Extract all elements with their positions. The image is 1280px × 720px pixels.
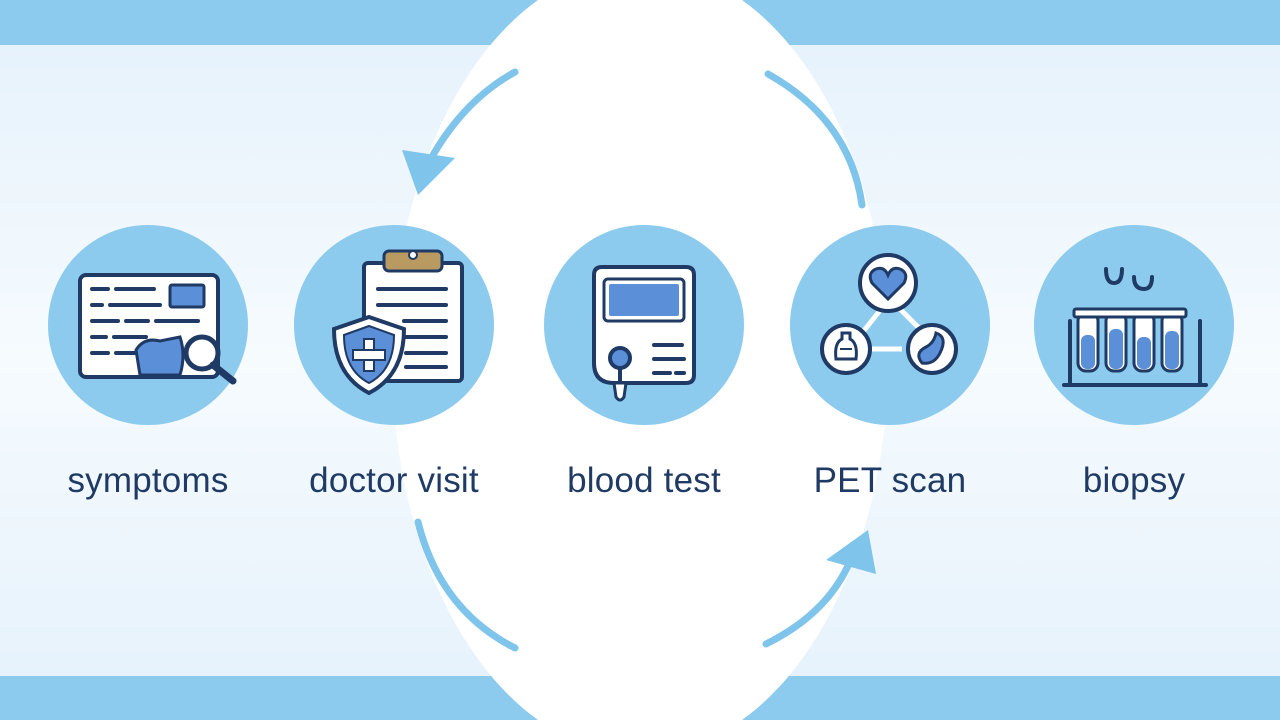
step-label: blood test <box>567 461 721 500</box>
step-circle <box>48 225 248 425</box>
blood-test-device-icon <box>592 265 696 402</box>
step-label: PET scan <box>813 461 967 500</box>
cycle-arrow-top-right <box>764 70 866 209</box>
step-blood-test: blood test <box>524 225 764 501</box>
symptom-report-magnifier-icon <box>78 273 237 385</box>
step-biopsy: biopsy <box>1014 225 1254 501</box>
cycle-arrow-bottom-left <box>414 518 519 652</box>
step-label: symptoms <box>67 461 229 500</box>
clipboard-shield-icon <box>331 249 464 396</box>
arrowhead-bottom-right <box>826 530 876 574</box>
step-circle <box>1034 225 1234 425</box>
step-circle <box>790 225 990 425</box>
test-tubes-icon <box>1062 267 1208 387</box>
step-label: biopsy <box>1082 461 1186 500</box>
step-circle <box>544 225 744 425</box>
arrowhead-top-left <box>402 150 455 195</box>
pet-scan-network-icon <box>820 253 958 375</box>
step-pet-scan: PET scan <box>770 225 1010 501</box>
step-symptoms: symptoms <box>28 225 268 501</box>
step-circle <box>294 225 494 425</box>
step-doctor-visit: doctor visit <box>274 225 514 501</box>
step-label: doctor visit <box>309 461 479 500</box>
